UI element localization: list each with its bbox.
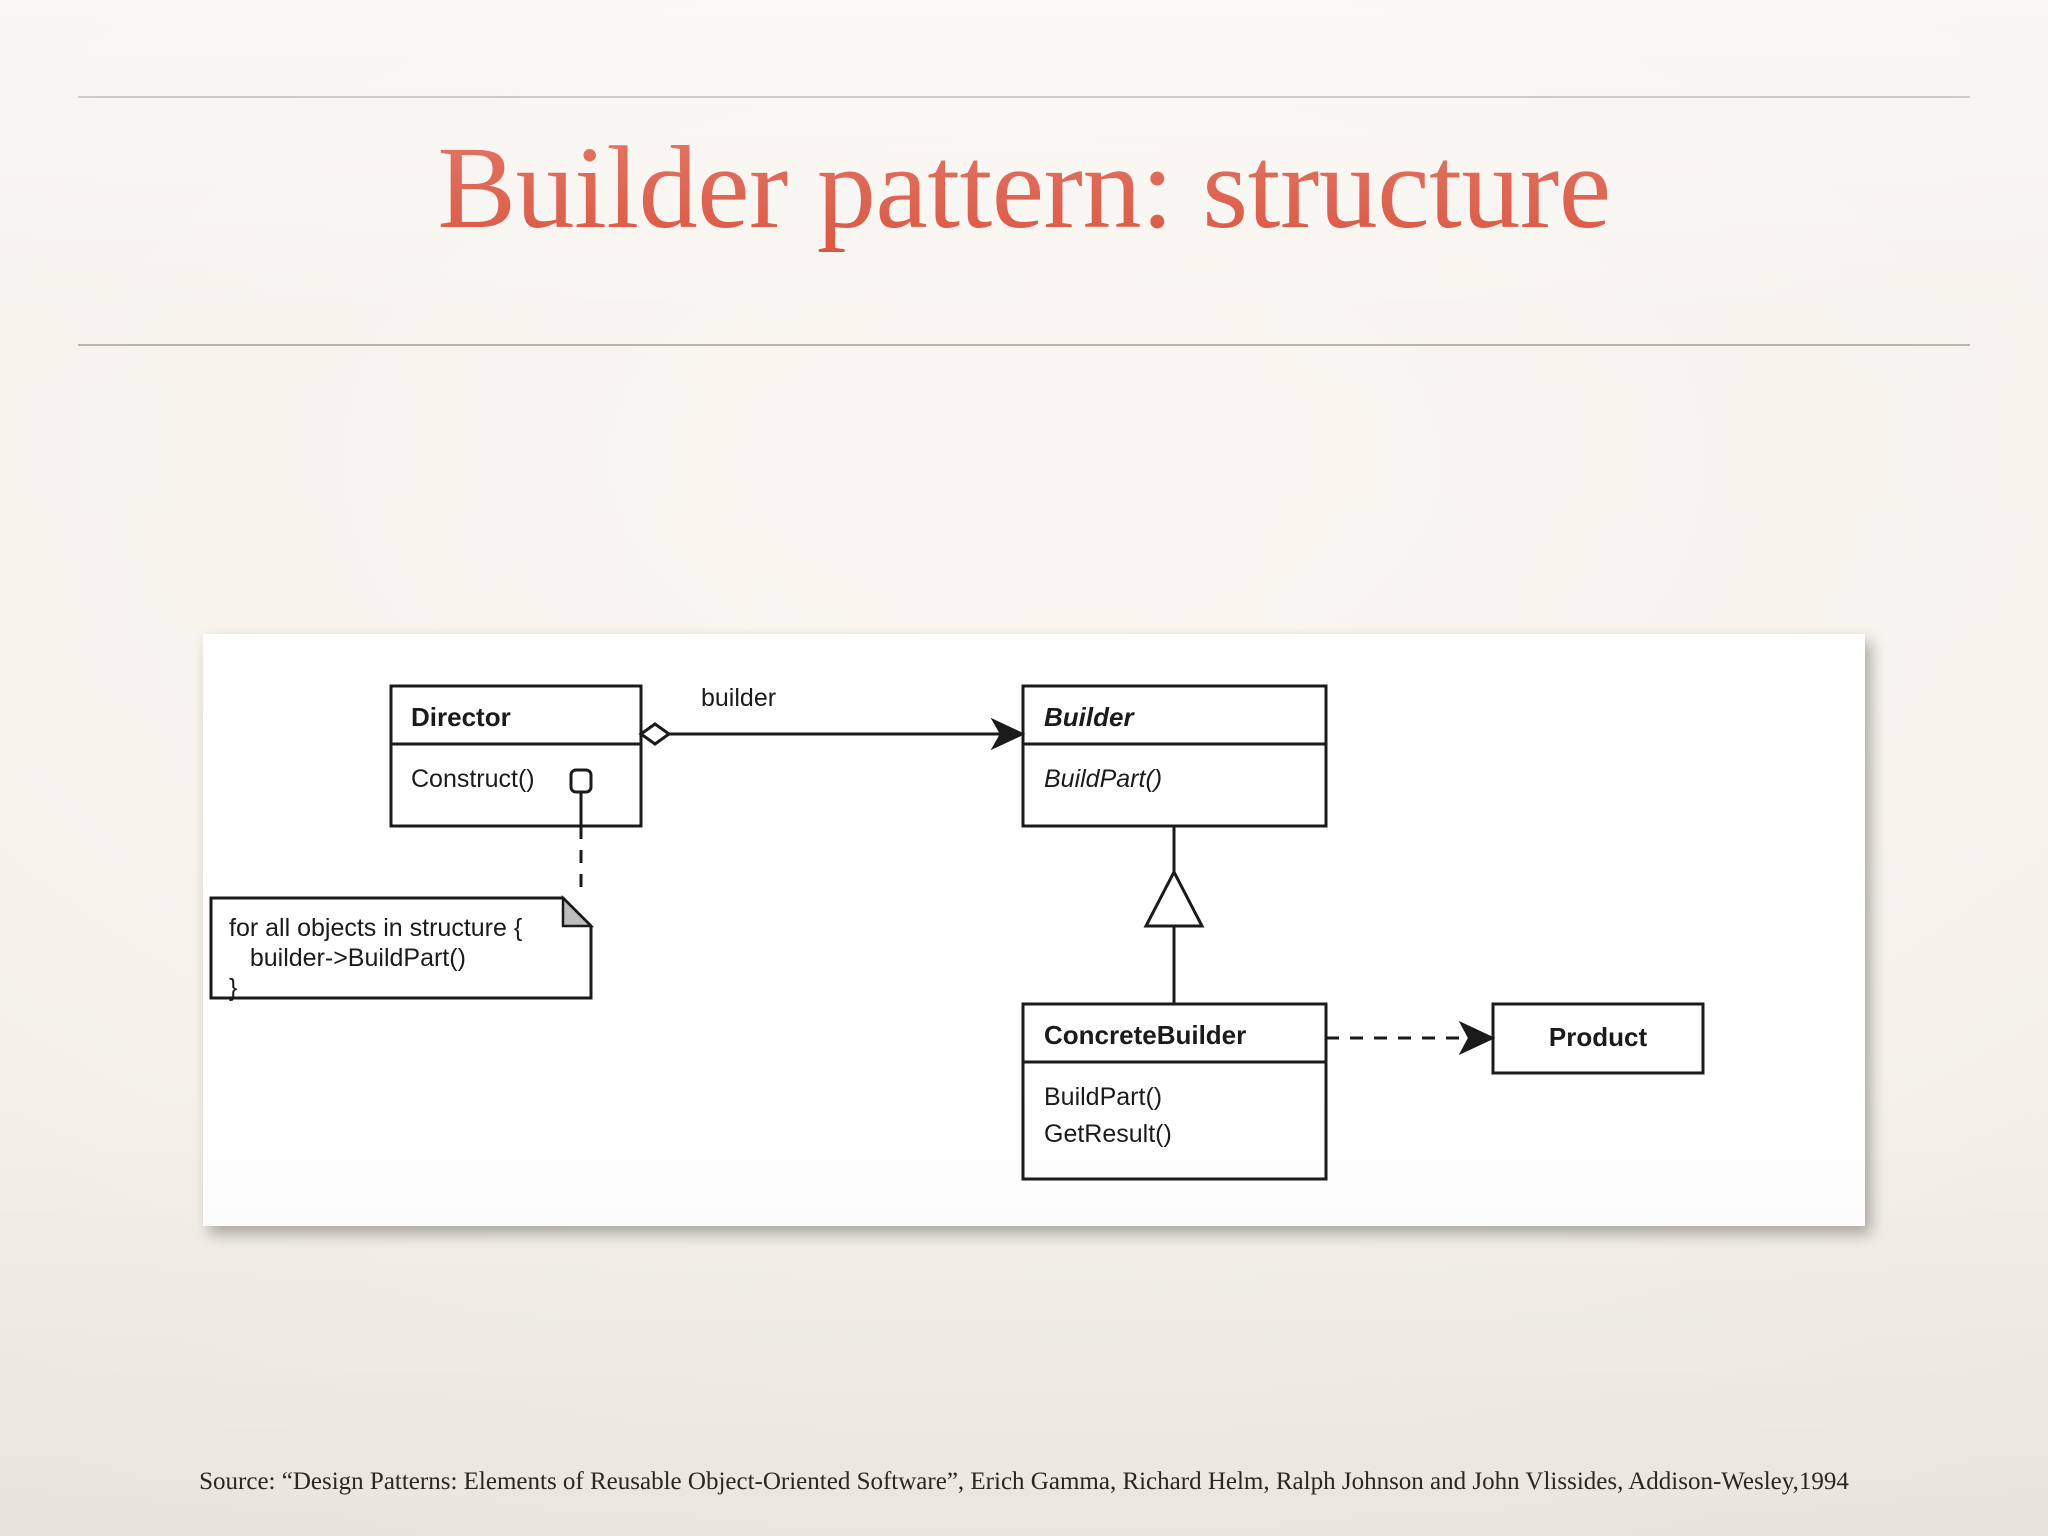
concretebuilder-class-name: ConcreteBuilder xyxy=(1044,1020,1246,1050)
note-box-outline xyxy=(209,896,593,1000)
class-box-director[interactable]: Director Construct() xyxy=(389,684,643,828)
director-box-outline xyxy=(389,684,643,828)
uml-diagram-panel: Director Construct() Builder BuildPart()… xyxy=(203,634,1865,1226)
builder-class-name: Builder xyxy=(1044,702,1135,732)
source-caption: Source: “Design Patterns: Elements of Re… xyxy=(199,1468,1849,1495)
class-box-builder[interactable]: Builder BuildPart() xyxy=(1021,684,1328,828)
class-box-product[interactable]: Product xyxy=(1491,1002,1705,1075)
concretebuilder-operation-getresult: GetResult() xyxy=(1044,1120,1172,1148)
concretebuilder-box-outline xyxy=(1021,1002,1328,1181)
concretebuilder-operation-buildpart: BuildPart() xyxy=(1044,1083,1162,1111)
note-anchor-circle-icon xyxy=(569,768,593,794)
generalization-triangle-icon xyxy=(1143,868,1205,928)
note-box[interactable]: for all objects in structure { builder->… xyxy=(209,894,595,1002)
relation-director-builder[interactable]: builder xyxy=(638,684,1026,751)
header-rule-top xyxy=(78,96,1970,98)
relation-construct-note[interactable] xyxy=(569,768,593,898)
product-class-name: Product xyxy=(1549,1022,1648,1052)
header-rule-bottom xyxy=(78,344,1970,346)
note-fold-corner-icon xyxy=(561,894,595,928)
navigable-arrowhead-icon xyxy=(990,717,1026,751)
uml-diagram-svg: Director Construct() Builder BuildPart()… xyxy=(209,684,1705,1181)
director-class-name: Director xyxy=(411,702,511,732)
note-line-3: } xyxy=(229,974,237,1002)
relation-label-builder: builder xyxy=(701,684,776,712)
builder-operation-buildpart: BuildPart() xyxy=(1044,765,1162,793)
relation-concretebuilder-builder[interactable] xyxy=(1143,826,1205,1004)
relation-concretebuilder-product[interactable] xyxy=(1326,1020,1496,1056)
page-title: Builder pattern: structure xyxy=(437,122,1611,253)
note-line-2: builder->BuildPart() xyxy=(229,944,466,972)
product-box-outline xyxy=(1491,1002,1705,1075)
director-operation-construct: Construct() xyxy=(411,765,535,793)
aggregation-diamond-icon xyxy=(638,722,672,746)
builder-box-outline xyxy=(1021,684,1328,828)
class-box-concretebuilder[interactable]: ConcreteBuilder BuildPart() GetResult() xyxy=(1021,1002,1328,1181)
note-line-1: for all objects in structure { xyxy=(229,914,522,942)
dependency-arrowhead-icon xyxy=(1458,1020,1496,1056)
